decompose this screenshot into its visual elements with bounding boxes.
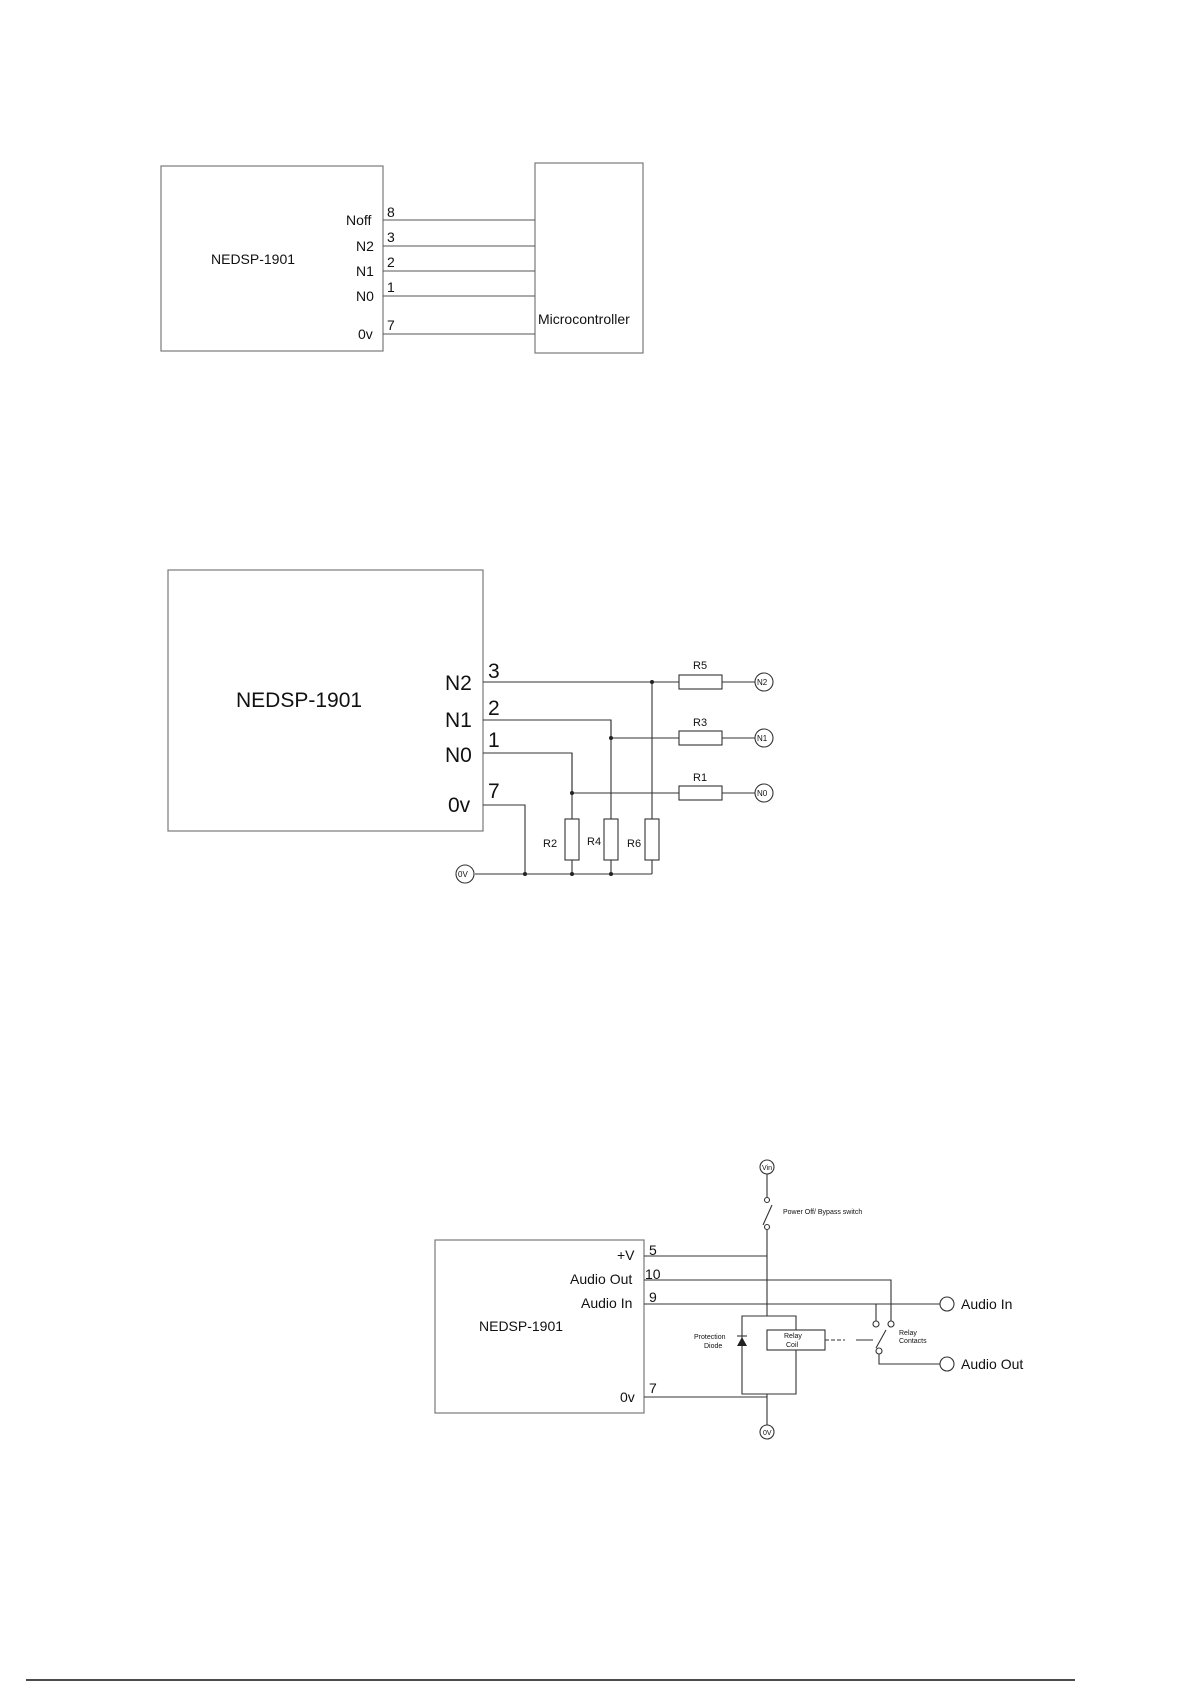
diode-label: Diode (704, 1343, 722, 1350)
switch-contact (765, 1225, 770, 1230)
vin-label: Vin (762, 1165, 772, 1172)
junction-dot (609, 872, 613, 876)
pin-label-n2: N2 (445, 672, 472, 695)
junction-dot (523, 872, 527, 876)
resistor-r3 (679, 731, 722, 745)
pin-label-audio-out: Audio Out (570, 1271, 632, 1287)
relay-contact-arm (876, 1330, 886, 1348)
pin-number-2: 2 (488, 697, 500, 720)
ground-terminal-label: 0V (763, 1430, 772, 1437)
pin-label-0v: 0v (448, 794, 471, 817)
diagram-relay-bypass: NEDSP-1901 +V Audio Out Audio In 0v 5 10… (435, 1160, 1023, 1439)
pin-label-n0: N0 (356, 288, 374, 304)
relay-contact (888, 1321, 894, 1327)
wire-0v (483, 805, 525, 874)
resistor-label-r3: R3 (693, 717, 707, 729)
junction-dot (570, 872, 574, 876)
junction-dot (570, 791, 574, 795)
power-switch-lever (763, 1205, 772, 1225)
relay-contacts-label: Relay (899, 1330, 917, 1337)
diagram-resistor-switching: NEDSP-1901 N2 N1 N0 0v 3 2 1 7 (168, 570, 773, 883)
relay-contact (873, 1321, 879, 1327)
terminal-label-n2: N2 (757, 678, 768, 687)
resistor-label-r2: R2 (543, 838, 557, 850)
terminal-label-n0: N0 (757, 789, 768, 798)
pin-number-1: 1 (488, 729, 500, 752)
switch-contact (765, 1198, 770, 1203)
wire-audio-out-jack (879, 1354, 940, 1364)
pin-number-7: 7 (488, 780, 500, 803)
microcontroller-label: Microcontroller (538, 311, 630, 327)
pin-label-n1: N1 (445, 709, 472, 732)
relay-coil-label: Relay (784, 1333, 802, 1340)
module-label: NEDSP-1901 (236, 689, 362, 712)
pin-number-3: 3 (387, 229, 395, 245)
resistor-r4 (604, 819, 618, 860)
coil-loop (742, 1316, 796, 1394)
pin-number-1: 1 (387, 279, 395, 295)
ground-terminal-label: 0V (458, 870, 468, 879)
terminal-label-n1: N1 (757, 734, 768, 743)
relay-coil-label: Coil (786, 1342, 799, 1349)
pin-label-audio-in: Audio In (581, 1295, 632, 1311)
junction-dot (650, 680, 654, 684)
switch-label: Power Off/ Bypass switch (783, 1209, 862, 1216)
pin-label-noff: Noff (346, 212, 372, 228)
protection-diode-icon (737, 1337, 747, 1346)
pin-number-7: 7 (649, 1380, 657, 1396)
audio-in-jack (940, 1297, 954, 1311)
pin-number-3: 3 (488, 660, 500, 683)
pin-label-plusv: +V (617, 1247, 635, 1263)
resistor-label-r4: R4 (587, 836, 601, 848)
pin-label-n0: N0 (445, 744, 472, 767)
diagram-microcontroller-connection: NEDSP-1901 Microcontroller Noff N2 N1 N0… (161, 163, 643, 353)
junction-dot (609, 736, 613, 740)
module-label: NEDSP-1901 (479, 1318, 563, 1334)
resistor-r6 (645, 819, 659, 860)
module-label: NEDSP-1901 (211, 251, 295, 267)
pin-label-0v: 0v (358, 326, 373, 342)
resistor-r2 (565, 819, 579, 860)
pin-label-n1: N1 (356, 263, 374, 279)
resistor-r1 (679, 786, 722, 800)
relay-contact (876, 1348, 882, 1354)
audio-out-jack (940, 1357, 954, 1371)
resistor-r5 (679, 675, 722, 689)
pin-number-8: 8 (387, 204, 395, 220)
pin-label-n2: N2 (356, 238, 374, 254)
resistor-label-r5: R5 (693, 660, 707, 672)
audio-in-label: Audio In (961, 1296, 1012, 1312)
audio-out-label: Audio Out (961, 1356, 1023, 1372)
pin-label-0v: 0v (620, 1389, 635, 1405)
pin-number-9: 9 (649, 1289, 657, 1305)
pin-number-2: 2 (387, 254, 395, 270)
diode-label: Protection (694, 1334, 726, 1341)
resistor-label-r6: R6 (627, 838, 641, 850)
relay-contacts-label: Contacts (899, 1338, 927, 1345)
pin-number-7: 7 (387, 317, 395, 333)
resistor-label-r1: R1 (693, 772, 707, 784)
